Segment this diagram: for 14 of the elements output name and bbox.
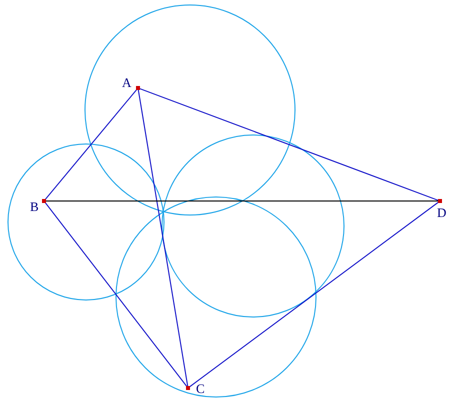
line-segment [46, 200, 438, 202]
point-label: A [122, 76, 132, 89]
point [136, 86, 140, 90]
line-segment [189, 202, 439, 388]
line-segment [139, 88, 439, 201]
point [438, 199, 442, 203]
line-segment [138, 89, 188, 387]
point [186, 386, 190, 390]
line-segment [44, 89, 138, 200]
line-segment [44, 202, 188, 387]
point-label: B [30, 200, 39, 213]
point-label: C [196, 382, 205, 395]
point-label: D [437, 206, 446, 219]
point [42, 199, 46, 203]
